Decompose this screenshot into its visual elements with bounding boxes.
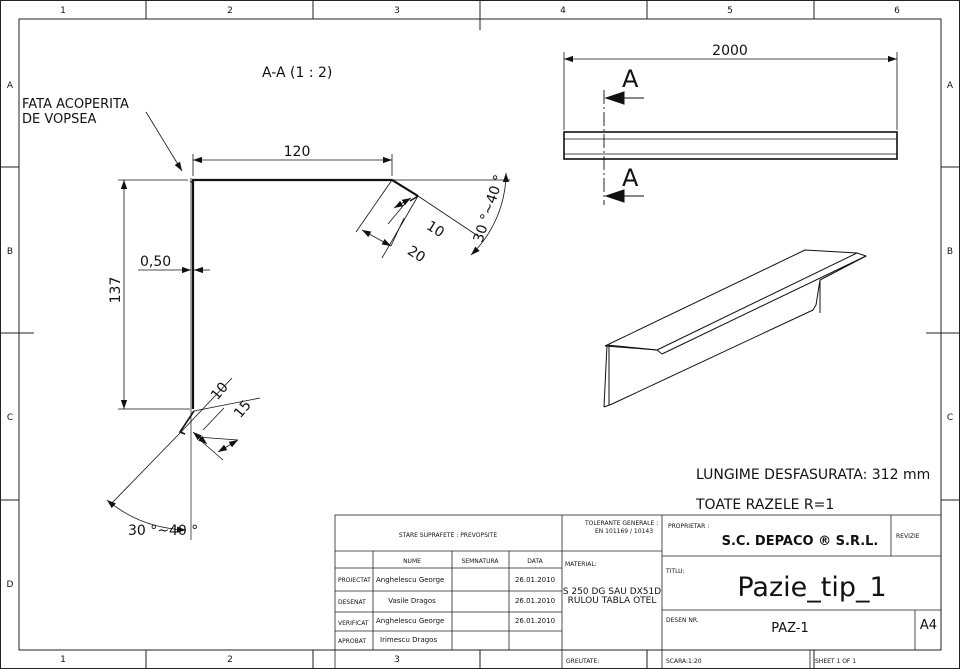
role-2: VERIFICAT [338, 620, 369, 627]
role-3: APROBAT [338, 638, 366, 645]
material-line1: S 250 DG SAU DX51D [563, 587, 661, 597]
material-label: MATERIAL: [565, 561, 597, 568]
sheet-label: SHEET 1 OF 1 [815, 658, 856, 665]
col-label-top-2: 2 [227, 6, 233, 16]
col-header-name: NUME [403, 558, 421, 565]
owner-name: S.C. DEPACO ® S.R.L. [722, 534, 879, 549]
name-3: Irimescu Dragos [380, 636, 437, 644]
scale-label: SCARA:1:20 [666, 658, 702, 665]
col-label-top-3: 3 [394, 6, 400, 16]
name-2: Anghelescu George [376, 617, 444, 625]
isometric-view [603, 249, 867, 408]
col-label-bottom-1: 1 [60, 655, 66, 665]
side-view [563, 131, 898, 160]
section-title: A-A (1 : 2) [262, 65, 332, 81]
section-label-top: A [622, 65, 639, 93]
profile-section [178, 178, 419, 435]
date-1: 26.01.2010 [515, 597, 555, 605]
paint-note-line2: DE VOPSEA [22, 112, 97, 127]
row-label-right-b: B [947, 247, 953, 257]
dim-top-width-label: 120 [284, 144, 311, 160]
dim-thickness-label: 0,50 [140, 254, 171, 270]
tolerance-title: TOLERANTE GENERALE : [584, 520, 658, 527]
drawing-no-label: DESEN NR. [666, 617, 699, 624]
angle-top-label: 30 °~40 ° [471, 173, 508, 245]
frame-labels: 1 2 3 4 5 6 1 2 3 A B C D A B C [7, 6, 954, 665]
paint-note-line1: FATA ACOPERITA [22, 97, 129, 112]
dim-top-angle [392, 172, 510, 256]
row-label-left-c: C [7, 413, 13, 423]
date-2: 26.01.2010 [515, 617, 555, 625]
dim-bottom-flange-label: 15 [231, 397, 255, 421]
developed-length-note: LUNGIME DESFASURATA: 312 mm [696, 467, 930, 483]
dim-height [118, 179, 190, 410]
name-1: Vasile Dragos [388, 597, 436, 605]
dim-top-flange-label: 20 [404, 243, 428, 266]
drawing-no-value: PAZ-1 [771, 621, 809, 636]
dim-length-label: 2000 [712, 43, 748, 59]
section-label-bottom: A [622, 164, 639, 192]
dim-top-hem-label: 10 [423, 218, 447, 241]
sheet-size: A4 [920, 618, 937, 633]
surface-state: STARE SUPRAFETE : PREVOPSITE [399, 532, 498, 539]
dim-height-label: 137 [108, 277, 124, 304]
drawing-title: Pazie_tip_1 [737, 572, 886, 603]
title-block: STARE SUPRAFETE : PREVOPSITE TOLERANTE G… [338, 520, 937, 665]
dim-top-hem [355, 179, 419, 259]
row-label-left-a: A [7, 81, 14, 91]
date-0: 26.01.2010 [515, 576, 555, 584]
col-label-top-5: 5 [727, 6, 733, 16]
owner-label: PROPRIETAR : [668, 523, 709, 530]
row-label-right-c: C [947, 413, 953, 423]
col-header-signature: SEMNATURA [462, 558, 500, 565]
angle-bottom-label: 30 °~40 ° [128, 523, 198, 539]
row-label-right-a: A [947, 81, 954, 91]
title-label: TITLU: [665, 568, 685, 575]
col-label-bottom-3: 3 [394, 655, 400, 665]
paint-note-leader [145, 111, 183, 172]
dim-top-width [192, 154, 393, 176]
row-label-left-d: D [7, 580, 14, 590]
role-0: PROIECTAT [338, 577, 371, 584]
revision-label: REVIZIE [896, 533, 920, 540]
col-label-top-6: 6 [894, 6, 900, 16]
col-label-top-4: 4 [560, 6, 566, 16]
dim-bottom-angle [106, 431, 187, 533]
tolerance-value: EN 101169 / 10143 [595, 528, 653, 535]
dim-length [563, 52, 898, 130]
radii-note: TOATE RAZELE R=1 [695, 497, 834, 513]
col-label-top-1: 1 [60, 6, 66, 16]
title-block-grid [334, 514, 942, 668]
weight-label: GREUTATE: [566, 658, 599, 665]
material-line2: RULOU TABLA OTEL [568, 596, 657, 606]
section-cut-line [603, 90, 644, 205]
row-label-left-b: B [7, 247, 13, 257]
col-label-bottom-2: 2 [227, 655, 233, 665]
name-0: Anghelescu George [376, 576, 444, 584]
dim-bottom-hem [180, 377, 261, 461]
role-1: DESENAT [338, 599, 366, 606]
col-header-date: DATA [527, 558, 543, 565]
